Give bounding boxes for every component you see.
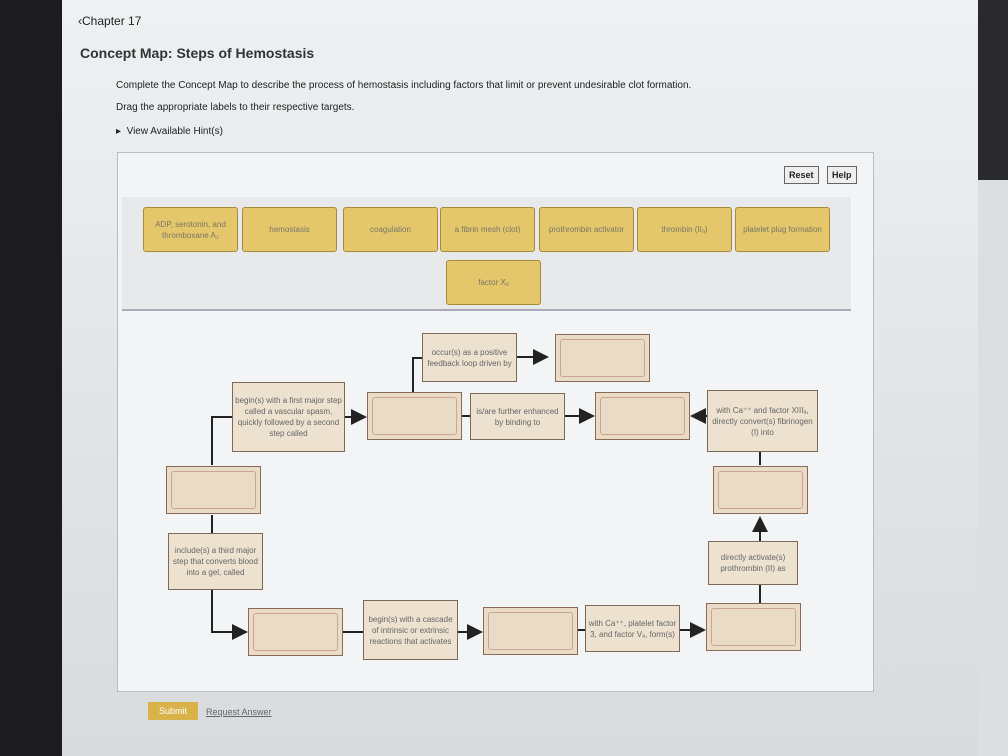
node-third-step: include(s) a third major step that conve… [168,533,263,590]
drop-target-second-step[interactable] [367,392,462,440]
drag-instructions: Drag the appropriate labels to their res… [116,102,355,113]
submit-button[interactable]: Submit [148,702,198,720]
label-hemostasis[interactable]: hemostasis [242,207,337,252]
back-to-chapter-link[interactable]: ‹Chapter 17 [78,14,142,28]
caret-right-icon: ▸ [116,126,127,137]
node-enhanced-binding: is/are further enhanced by binding to [470,393,565,440]
label-factor-xa[interactable]: factor Xₐ [446,260,541,305]
screen-bezel [978,0,1008,180]
request-answer-link[interactable]: Request Answer [206,707,272,717]
node-activates-prothrombin: directly activate(s) prothrombin (II) as [708,541,798,585]
drop-target-coagulation[interactable] [248,608,343,656]
hint-label: View Available Hint(s) [126,126,223,137]
chapter-label: Chapter 17 [82,14,142,28]
drop-target-factor[interactable] [483,607,578,655]
help-button[interactable]: Help [827,166,857,184]
drop-target-activator[interactable] [706,603,801,651]
label-thrombin[interactable]: thrombin (IIₐ) [637,207,732,252]
label-fibrin-mesh[interactable]: a fibrin mesh (clot) [440,207,535,252]
page-title: Concept Map: Steps of Hemostasis [80,45,315,61]
drop-target-hemostasis[interactable] [166,466,261,514]
screen-bezel [0,0,62,756]
node-vascular-spasm: begin(s) with a first major step called … [232,382,345,452]
label-prothrombin-activator[interactable]: prothrombin activator [539,207,634,252]
drop-target-feedback[interactable] [555,334,650,382]
view-hints-toggle[interactable]: ▸ View Available Hint(s) [116,126,223,137]
node-positive-feedback: occur(s) as a positive feedback loop dri… [422,333,517,382]
label-platelet-plug[interactable]: platelet plug formation [735,207,830,252]
node-convert-fibrinogen: with Ca⁺⁺ and factor XIIIₐ, directly con… [707,390,818,452]
node-cascade: begin(s) with a cascade of intrinsic or … [363,600,458,660]
drop-target-binding[interactable] [595,392,690,440]
instructions: Complete the Concept Map to describe the… [116,80,692,91]
node-forms: with Ca⁺⁺, platelet factor 3, and factor… [585,605,680,652]
label-adp[interactable]: ADP, serotonin, and thromboxane A₂ [143,207,238,252]
reset-button[interactable]: Reset [784,166,819,184]
drop-target-thrombin[interactable] [713,466,808,514]
label-coagulation[interactable]: coagulation [343,207,438,252]
